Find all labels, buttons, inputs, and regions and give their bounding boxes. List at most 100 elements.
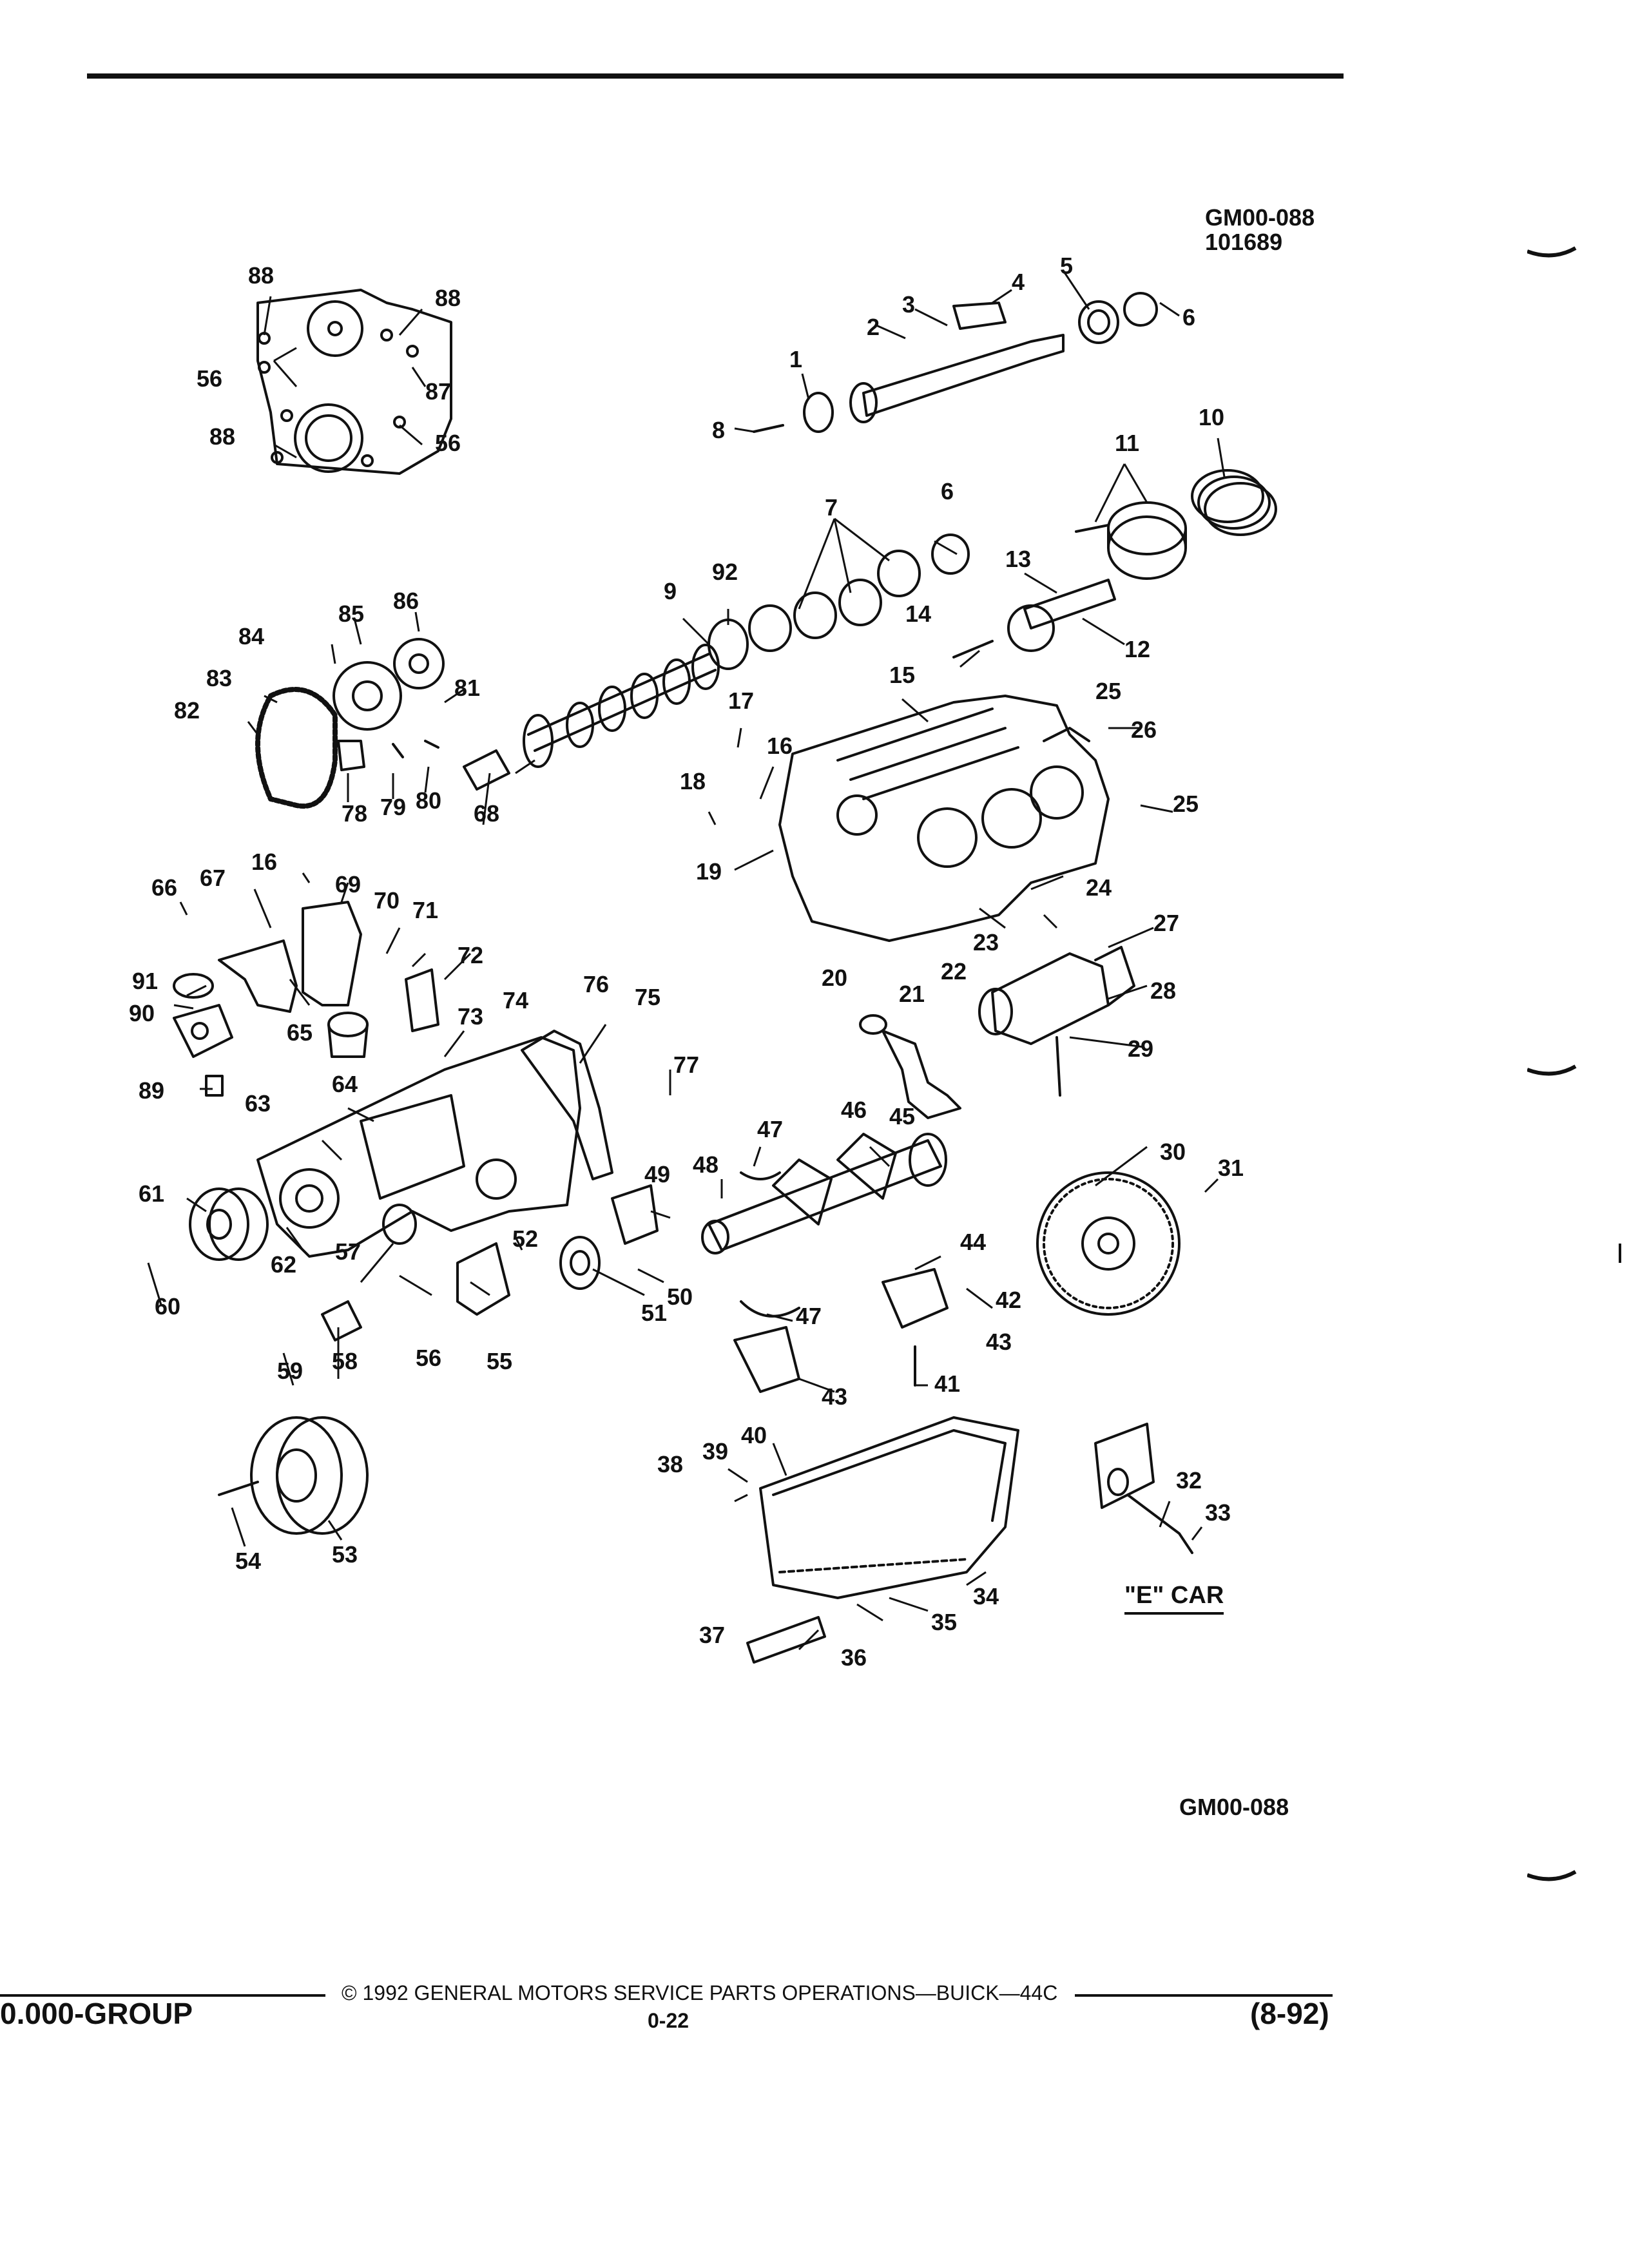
callout-5: 5 bbox=[1060, 253, 1073, 279]
callout-4: 4 bbox=[1012, 269, 1025, 295]
callout-40: 40 bbox=[741, 1422, 767, 1448]
front-cover-part bbox=[256, 1030, 613, 1258]
callout-55: 55 bbox=[487, 1348, 512, 1374]
balance-shaft-part bbox=[753, 292, 1158, 433]
callout-29: 29 bbox=[1128, 1035, 1153, 1062]
callout-71: 71 bbox=[412, 897, 438, 923]
callout-25b: 25 bbox=[1173, 791, 1199, 817]
callout-14: 14 bbox=[905, 601, 931, 627]
e-car-inset-part bbox=[1094, 1423, 1193, 1554]
engine-block-part bbox=[778, 695, 1110, 942]
callout-38: 38 bbox=[657, 1451, 683, 1477]
callout-87: 87 bbox=[425, 378, 451, 405]
callout-19: 19 bbox=[696, 858, 722, 885]
callout-36: 36 bbox=[841, 1644, 867, 1671]
callout-52: 52 bbox=[512, 1225, 538, 1252]
callout-89: 89 bbox=[139, 1077, 164, 1104]
callout-12: 12 bbox=[1124, 636, 1150, 662]
timing-chain-part bbox=[255, 638, 445, 809]
callout-88c: 88 bbox=[209, 423, 235, 450]
callout-84: 84 bbox=[238, 623, 264, 649]
figure-code: GM00-088 bbox=[1205, 204, 1315, 231]
callout-11: 11 bbox=[1115, 430, 1139, 456]
callout-80: 80 bbox=[416, 787, 441, 814]
callout-17: 17 bbox=[728, 687, 754, 714]
callout-75: 75 bbox=[635, 984, 660, 1010]
callout-66: 66 bbox=[151, 874, 177, 901]
main-bearing-caps-part bbox=[733, 1171, 949, 1393]
callout-43: 43 bbox=[986, 1329, 1012, 1355]
callout-44: 44 bbox=[960, 1229, 986, 1255]
callout-34: 34 bbox=[973, 1583, 999, 1610]
callout-28: 28 bbox=[1150, 977, 1176, 1004]
callout-57: 57 bbox=[335, 1238, 361, 1265]
footer-copyright: © 1992 GENERAL MOTORS SERVICE PARTS OPER… bbox=[342, 1981, 1058, 2004]
callout-16b: 16 bbox=[251, 849, 277, 875]
callout-54: 54 bbox=[235, 1548, 261, 1574]
leader-lines bbox=[147, 270, 1226, 1651]
callout-56a: 56 bbox=[197, 365, 222, 392]
accessory-pulley-part bbox=[189, 1187, 269, 1261]
callout-76: 76 bbox=[583, 971, 609, 997]
callout-86: 86 bbox=[393, 588, 419, 614]
camshaft-part bbox=[463, 644, 720, 791]
callout-25: 25 bbox=[1095, 678, 1121, 704]
e-car-label: "E" CAR bbox=[1124, 1582, 1224, 1615]
callout-67: 67 bbox=[200, 865, 226, 891]
callout-2: 2 bbox=[867, 314, 880, 340]
callout-49: 49 bbox=[644, 1161, 670, 1187]
callout-15: 15 bbox=[889, 662, 915, 688]
callout-24: 24 bbox=[1086, 874, 1112, 901]
callout-53: 53 bbox=[332, 1541, 358, 1568]
callout-33: 33 bbox=[1205, 1499, 1231, 1526]
scan-edge-mark-1 bbox=[1527, 246, 1577, 258]
small-hardware-part bbox=[321, 1184, 659, 1341]
callout-7: 7 bbox=[825, 494, 838, 521]
callout-72: 72 bbox=[458, 942, 483, 968]
callout-68: 68 bbox=[474, 800, 499, 827]
callout-59: 59 bbox=[277, 1358, 303, 1384]
callout-70: 70 bbox=[374, 887, 400, 914]
callout-20: 20 bbox=[822, 965, 847, 991]
callout-30: 30 bbox=[1160, 1139, 1186, 1165]
scan-edge-mark-4 bbox=[1619, 1244, 1621, 1263]
callout-3: 3 bbox=[902, 291, 915, 318]
callout-13: 13 bbox=[1005, 546, 1031, 572]
callout-23: 23 bbox=[973, 929, 999, 956]
flywheel-part bbox=[1036, 1171, 1181, 1316]
callout-56c: 56 bbox=[416, 1345, 441, 1371]
oil-pan-part bbox=[746, 1416, 1019, 1664]
callout-85: 85 bbox=[338, 601, 364, 627]
starter-motor-part bbox=[978, 946, 1135, 1097]
callout-47b: 47 bbox=[796, 1303, 822, 1329]
crank-pulley-part bbox=[218, 1416, 369, 1535]
scan-edge-mark-2 bbox=[1527, 1064, 1577, 1076]
callout-27: 27 bbox=[1153, 910, 1179, 936]
callout-9: 9 bbox=[664, 578, 677, 604]
crankshaft-part bbox=[701, 1133, 947, 1254]
callout-90: 90 bbox=[129, 1000, 155, 1026]
callout-16: 16 bbox=[767, 733, 793, 759]
callout-39: 39 bbox=[702, 1438, 728, 1465]
callout-56b: 56 bbox=[435, 430, 461, 456]
callout-69: 69 bbox=[335, 871, 361, 898]
callout-74: 74 bbox=[503, 987, 528, 1014]
callout-63: 63 bbox=[245, 1090, 271, 1117]
callout-1: 1 bbox=[789, 346, 802, 372]
callout-50: 50 bbox=[667, 1283, 693, 1310]
callout-21: 21 bbox=[899, 981, 925, 1007]
callout-88a: 88 bbox=[248, 262, 274, 289]
footer-rule-left bbox=[0, 1994, 325, 1997]
callout-73: 73 bbox=[458, 1003, 483, 1030]
piston-part bbox=[952, 469, 1277, 658]
footer-date: (8-92) bbox=[1250, 1997, 1329, 2030]
callout-64: 64 bbox=[332, 1071, 358, 1097]
callout-60: 60 bbox=[155, 1293, 180, 1320]
callout-43b: 43 bbox=[822, 1383, 847, 1410]
callout-48: 48 bbox=[693, 1151, 718, 1178]
callout-8: 8 bbox=[712, 417, 725, 443]
callout-32: 32 bbox=[1176, 1467, 1202, 1494]
callout-62: 62 bbox=[271, 1251, 296, 1278]
figure-date: 101689 bbox=[1205, 229, 1283, 255]
